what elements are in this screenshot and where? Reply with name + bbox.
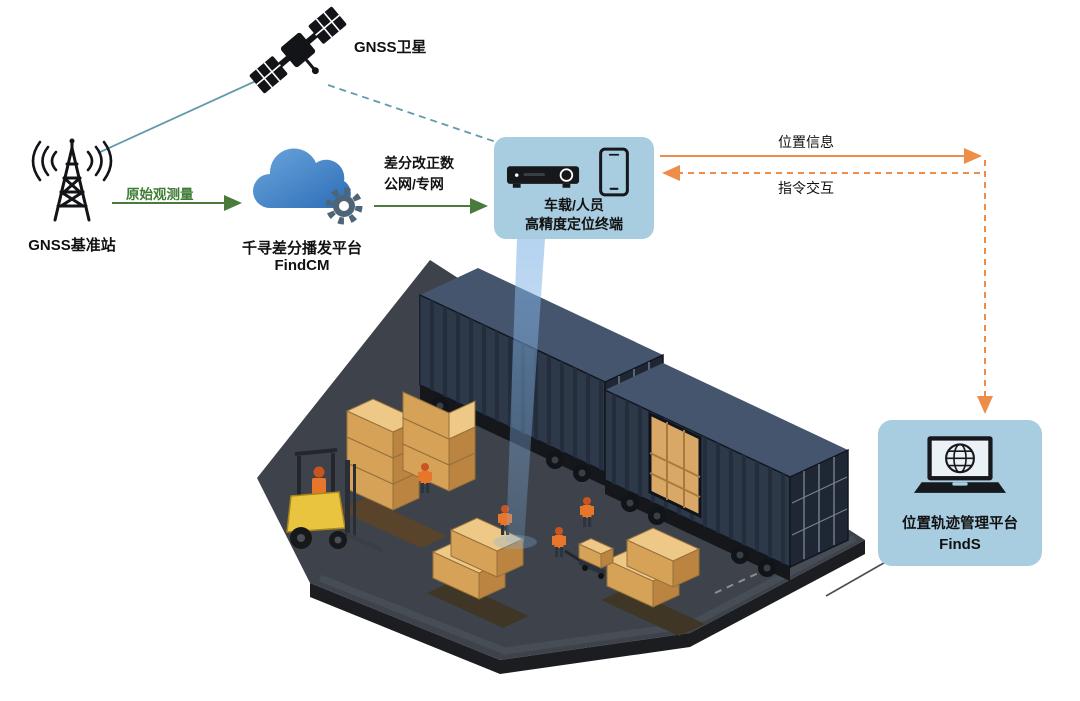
pallet-cluster-right (601, 527, 705, 636)
terminal-label-line1: 车载/人员 (544, 197, 604, 213)
dvr-receiver-icon (506, 166, 580, 188)
command-interaction-label: 指令交互 (778, 180, 834, 196)
forklift-icon (286, 448, 383, 553)
satellite-icon (249, 6, 347, 94)
base-station-label: GNSS基准站 (28, 237, 116, 254)
correction-label: 差分改正数 公网/专网 (384, 153, 454, 195)
management-platform-name: 位置轨迹管理平台 (902, 516, 1018, 532)
cloud-platform-product: FindCM (274, 257, 330, 274)
raw-observation-label: 原始观测量 (126, 187, 194, 202)
correction-line2: 公网/专网 (384, 176, 444, 192)
correction-line1: 差分改正数 (384, 155, 454, 171)
terminal-panel: 车载/人员 高精度定位终端 (494, 137, 654, 239)
laptop-globe-icon (914, 436, 1006, 493)
management-platform-product: FindS (939, 536, 981, 553)
position-info-label: 位置信息 (778, 134, 834, 150)
satellite-label: GNSS卫星 (354, 39, 427, 56)
cloud-gear-icon (253, 148, 363, 225)
smartphone-icon (599, 147, 629, 197)
warehouse-illustration (257, 260, 865, 674)
shipping-container-2 (604, 363, 849, 581)
pallet-jack (564, 537, 615, 579)
terminal-label-line2: 高精度定位终端 (525, 216, 623, 232)
pallet-stack-left (339, 391, 477, 548)
pallet-cluster-center (427, 517, 529, 628)
management-platform-panel: 位置轨迹管理平台 FindS (878, 420, 1042, 566)
satellite-to-station-link (97, 79, 259, 154)
cloud-platform-name: 千寻差分播发平台 (241, 240, 362, 257)
radio-tower-icon (31, 138, 113, 222)
